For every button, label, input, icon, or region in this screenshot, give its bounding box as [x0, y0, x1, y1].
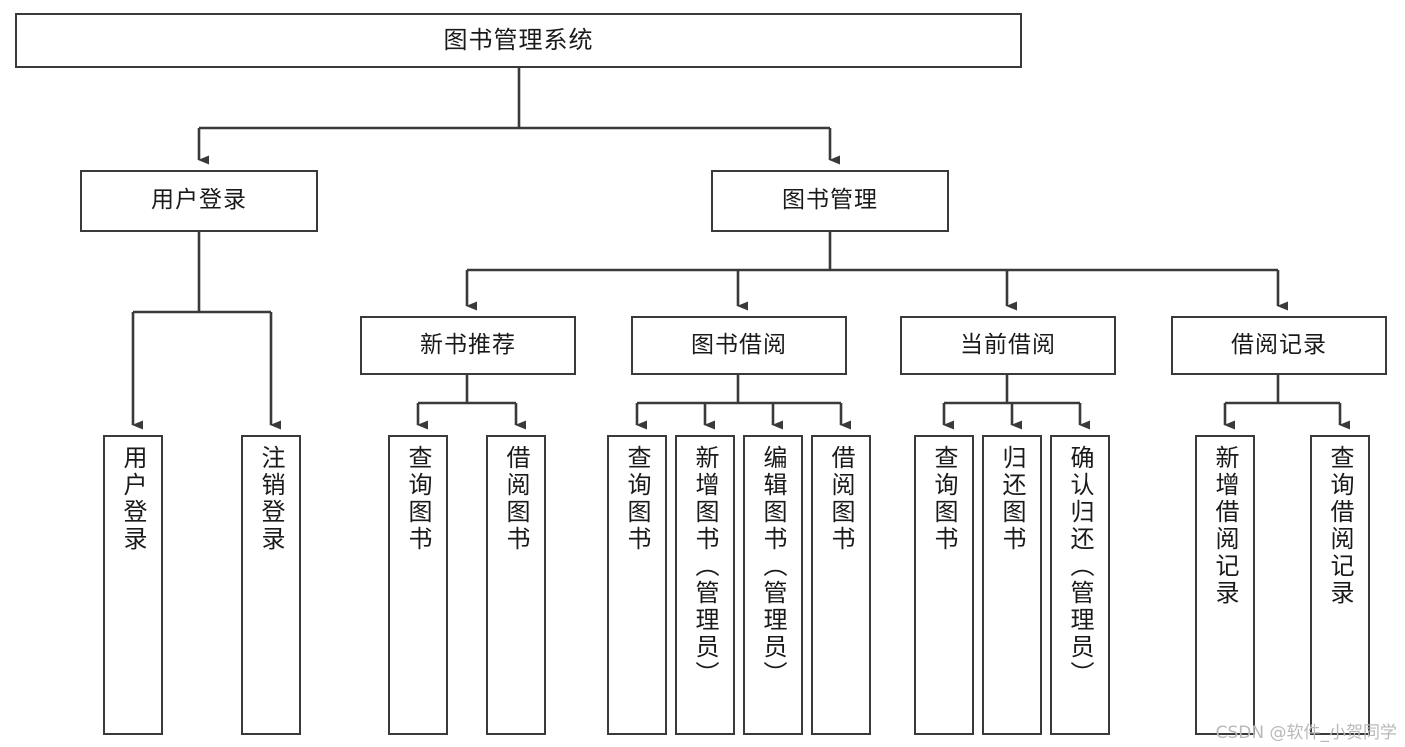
node-leaf-current-borrow-return[interactable]: 归还图书 — [982, 435, 1042, 735]
node-label: 查询图书 — [404, 445, 432, 553]
node-leaf-current-borrow-confirm-return-admin[interactable]: 确认归还（管理员） — [1050, 435, 1110, 735]
node-label: 当前借阅 — [960, 331, 1056, 358]
node-leaf-borrow-record-query[interactable]: 查询借阅记录 — [1310, 435, 1370, 735]
node-label: 新增借阅记录 — [1211, 445, 1239, 607]
node-label: 图书管理系统 — [443, 26, 594, 55]
node-label: 用户登录 — [151, 187, 247, 214]
node-leaf-current-borrow-query[interactable]: 查询图书 — [914, 435, 974, 735]
node-label: 编辑图书（管理员） — [759, 445, 787, 688]
node-root-book-management-system[interactable]: 图书管理系统 — [15, 13, 1022, 68]
node-label: 查询图书 — [930, 445, 958, 553]
node-leaf-book-borrow-query[interactable]: 查询图书 — [607, 435, 667, 735]
node-label: 查询借阅记录 — [1326, 445, 1354, 607]
node-leaf-book-borrow-borrow[interactable]: 借阅图书 — [811, 435, 871, 735]
node-borrow-record[interactable]: 借阅记录 — [1171, 316, 1387, 375]
node-leaf-book-borrow-edit-admin[interactable]: 编辑图书（管理员） — [743, 435, 803, 735]
node-book-management[interactable]: 图书管理 — [711, 170, 949, 232]
node-label: 确认归还（管理员） — [1066, 445, 1094, 688]
node-label: 借阅图书 — [502, 445, 530, 553]
node-new-book-recommend[interactable]: 新书推荐 — [360, 316, 576, 375]
node-leaf-borrow-record-add[interactable]: 新增借阅记录 — [1195, 435, 1255, 735]
node-leaf-user-login-login[interactable]: 用户登录 — [103, 435, 163, 735]
node-label: 借阅记录 — [1231, 331, 1327, 358]
node-label: 归还图书 — [998, 445, 1026, 553]
node-label: 借阅图书 — [827, 445, 855, 553]
node-user-login[interactable]: 用户登录 — [80, 170, 318, 232]
node-label: 查询图书 — [623, 445, 651, 553]
node-leaf-user-login-logout[interactable]: 注销登录 — [241, 435, 301, 735]
node-leaf-new-book-borrow[interactable]: 借阅图书 — [486, 435, 546, 735]
node-label: 新增图书（管理员） — [691, 445, 719, 688]
node-label: 注销登录 — [257, 445, 285, 553]
node-leaf-book-borrow-add-admin[interactable]: 新增图书（管理员） — [675, 435, 735, 735]
node-label: 新书推荐 — [420, 331, 516, 358]
node-current-borrow[interactable]: 当前借阅 — [900, 316, 1116, 375]
node-label: 图书借阅 — [691, 331, 787, 358]
node-book-borrow[interactable]: 图书借阅 — [631, 316, 847, 375]
watermark-text: CSDN @软件_小贺同学 — [1215, 723, 1397, 743]
node-leaf-new-book-query[interactable]: 查询图书 — [388, 435, 448, 735]
node-label: 用户登录 — [119, 445, 147, 553]
node-label: 图书管理 — [782, 187, 878, 214]
